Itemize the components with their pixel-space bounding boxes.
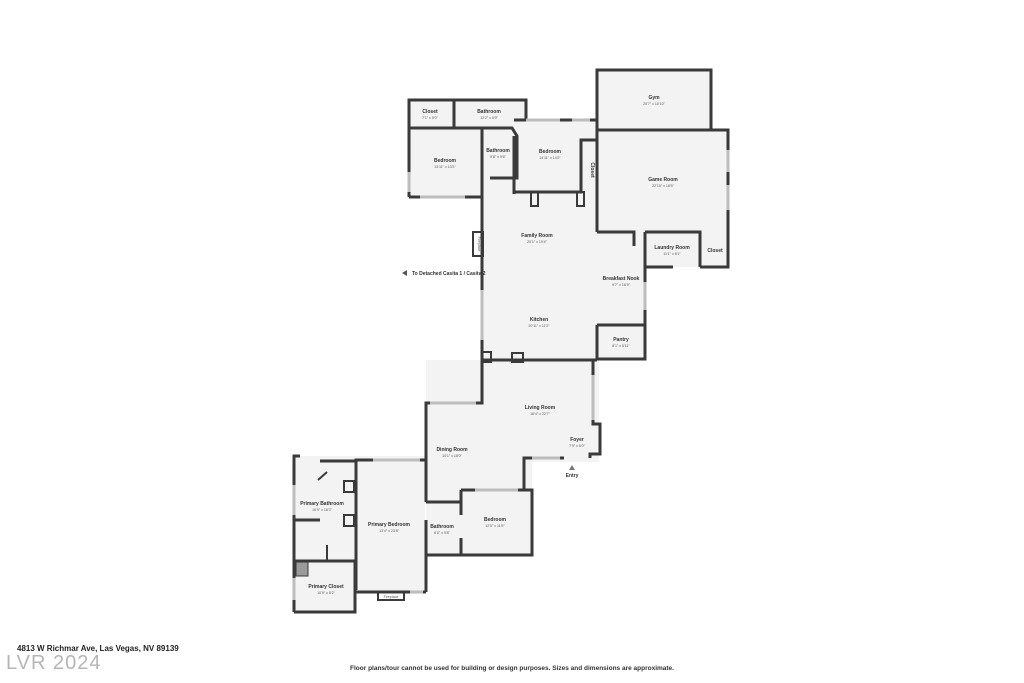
svg-text:12'2" x 5'9": 12'2" x 5'9"	[480, 116, 498, 120]
room-label-game-room: Game Room 22'10" x 18'5"	[648, 177, 678, 188]
room-label-closet-2: Closet	[589, 162, 595, 178]
svg-text:18'4" x 22'7": 18'4" x 22'7"	[530, 412, 550, 416]
room-label-breakfast-nook: Breakfast Nook 9'7" x 16'9"	[603, 276, 640, 287]
room-label-primary-bedroom: Primary Bedroom 13'4" x 23'8"	[368, 522, 411, 533]
svg-text:Bedroom: Bedroom	[484, 517, 507, 523]
fireplace-label-primary: Fireplace	[384, 595, 399, 599]
svg-text:Bathroom: Bathroom	[486, 148, 510, 154]
detached-casita-pointer: To Detached Casita 1 / Casita 2	[402, 270, 486, 277]
svg-text:Closet: Closet	[707, 248, 723, 254]
svg-text:Living Room: Living Room	[525, 405, 556, 411]
svg-text:10'1" x 18'0": 10'1" x 18'0"	[442, 454, 462, 458]
svg-text:Pantry: Pantry	[613, 337, 629, 343]
svg-text:Primary Bedroom: Primary Bedroom	[368, 522, 411, 528]
svg-text:Game Room: Game Room	[648, 177, 678, 183]
svg-text:Bedroom: Bedroom	[539, 149, 562, 155]
svg-text:Gym: Gym	[648, 95, 660, 101]
windows	[292, 118, 730, 600]
svg-text:Breakfast Nook: Breakfast Nook	[603, 276, 640, 282]
property-address: 4813 W Richmar Ave, Las Vegas, NV 89139	[17, 644, 179, 653]
svg-text:11'1" x 6'1": 11'1" x 6'1"	[663, 252, 681, 256]
svg-text:Closet: Closet	[589, 162, 595, 178]
arrow-up-icon	[569, 465, 575, 470]
svg-text:14'11" x 14'2": 14'11" x 14'2"	[539, 156, 561, 160]
svg-text:10'9" x 18'3": 10'9" x 18'3"	[312, 508, 332, 512]
room-label-closet-3: Closet	[707, 248, 723, 254]
room-label-primary-closet: Primary Closet 10'9" x 8'2"	[308, 584, 344, 595]
svg-text:20'1" x 19'4": 20'1" x 19'4"	[527, 240, 547, 244]
svg-text:Primary Bathroom: Primary Bathroom	[300, 501, 344, 507]
room-label-living-room: Living Room 18'4" x 22'7"	[525, 405, 556, 416]
svg-text:Kitchen: Kitchen	[530, 317, 548, 323]
room-label-kitchen: Kitchen 20'11" x 11'2"	[528, 317, 550, 328]
arrow-left-icon	[402, 270, 407, 276]
svg-text:12'5" x 11'5": 12'5" x 11'5"	[485, 524, 505, 528]
room-label-dining-room: Dining Room 10'1" x 18'0"	[436, 447, 468, 458]
disclaimer-text: Floor plans/tour cannot be used for buil…	[350, 665, 674, 672]
svg-text:7'9" x 6'0": 7'9" x 6'0"	[569, 444, 585, 448]
mls-watermark: LVR 2024	[6, 652, 102, 674]
svg-text:To Detached Casita 1 / Casita: To Detached Casita 1 / Casita 2	[412, 271, 486, 277]
svg-text:Foyer: Foyer	[570, 437, 584, 443]
room-label-bedroom-3: Bedroom 12'5" x 11'5"	[484, 517, 507, 528]
svg-text:9'7" x 16'9": 9'7" x 16'9"	[612, 283, 630, 287]
svg-text:Bedroom: Bedroom	[434, 158, 457, 164]
room-label-laundry-room: Laundry Room 11'1" x 6'1"	[654, 245, 690, 256]
svg-text:7'1" x 5'0": 7'1" x 5'0"	[422, 116, 438, 120]
room-label-bathroom-3: Bathroom 6'0" x 9'8"	[430, 524, 454, 535]
room-label-family-room: Family Room 20'1" x 19'4"	[521, 233, 553, 244]
svg-text:13'4" x 23'8": 13'4" x 23'8"	[379, 529, 399, 533]
entry-marker: Entry	[566, 465, 579, 479]
svg-text:10'9" x 8'2": 10'9" x 8'2"	[317, 591, 335, 595]
floor-fill	[294, 70, 728, 612]
svg-text:Primary Closet: Primary Closet	[308, 584, 344, 590]
svg-text:Laundry Room: Laundry Room	[654, 245, 690, 251]
svg-text:20'11" x 11'2": 20'11" x 11'2"	[528, 324, 550, 328]
svg-text:Closet: Closet	[422, 109, 438, 115]
svg-text:5'8" x 9'6": 5'8" x 9'6"	[490, 155, 506, 159]
svg-text:13'11" x 13'3": 13'11" x 13'3"	[434, 165, 456, 169]
room-label-bedroom-1: Bedroom 13'11" x 13'3"	[434, 158, 457, 169]
room-label-pantry: Pantry 8'1" x 5'11"	[612, 337, 630, 348]
svg-text:6'0" x 9'8": 6'0" x 9'8"	[434, 531, 450, 535]
fireplace-label-family: Fireplace	[477, 237, 481, 252]
svg-text:20'7" x 10'10": 20'7" x 10'10"	[643, 102, 665, 106]
room-label-bedroom-2: Bedroom 14'11" x 14'2"	[539, 149, 562, 160]
room-label-bathroom-1: Bathroom 12'2" x 5'9"	[477, 109, 501, 120]
room-label-bathroom-2: Bathroom 5'8" x 9'6"	[486, 148, 510, 159]
room-label-foyer: Foyer 7'9" x 6'0"	[569, 437, 585, 448]
room-label-primary-bathroom: Primary Bathroom 10'9" x 18'3"	[300, 501, 344, 512]
room-label-closet-1: Closet 7'1" x 5'0"	[422, 109, 438, 120]
svg-text:Bathroom: Bathroom	[477, 109, 501, 115]
svg-text:Dining Room: Dining Room	[436, 447, 468, 453]
svg-text:Entry: Entry	[566, 473, 579, 479]
svg-text:8'1" x 5'11": 8'1" x 5'11"	[612, 344, 630, 348]
svg-text:Bathroom: Bathroom	[430, 524, 454, 530]
room-label-gym: Gym 20'7" x 10'10"	[643, 95, 665, 106]
svg-text:22'10" x 18'5": 22'10" x 18'5"	[652, 184, 674, 188]
svg-text:Family Room: Family Room	[521, 233, 553, 239]
